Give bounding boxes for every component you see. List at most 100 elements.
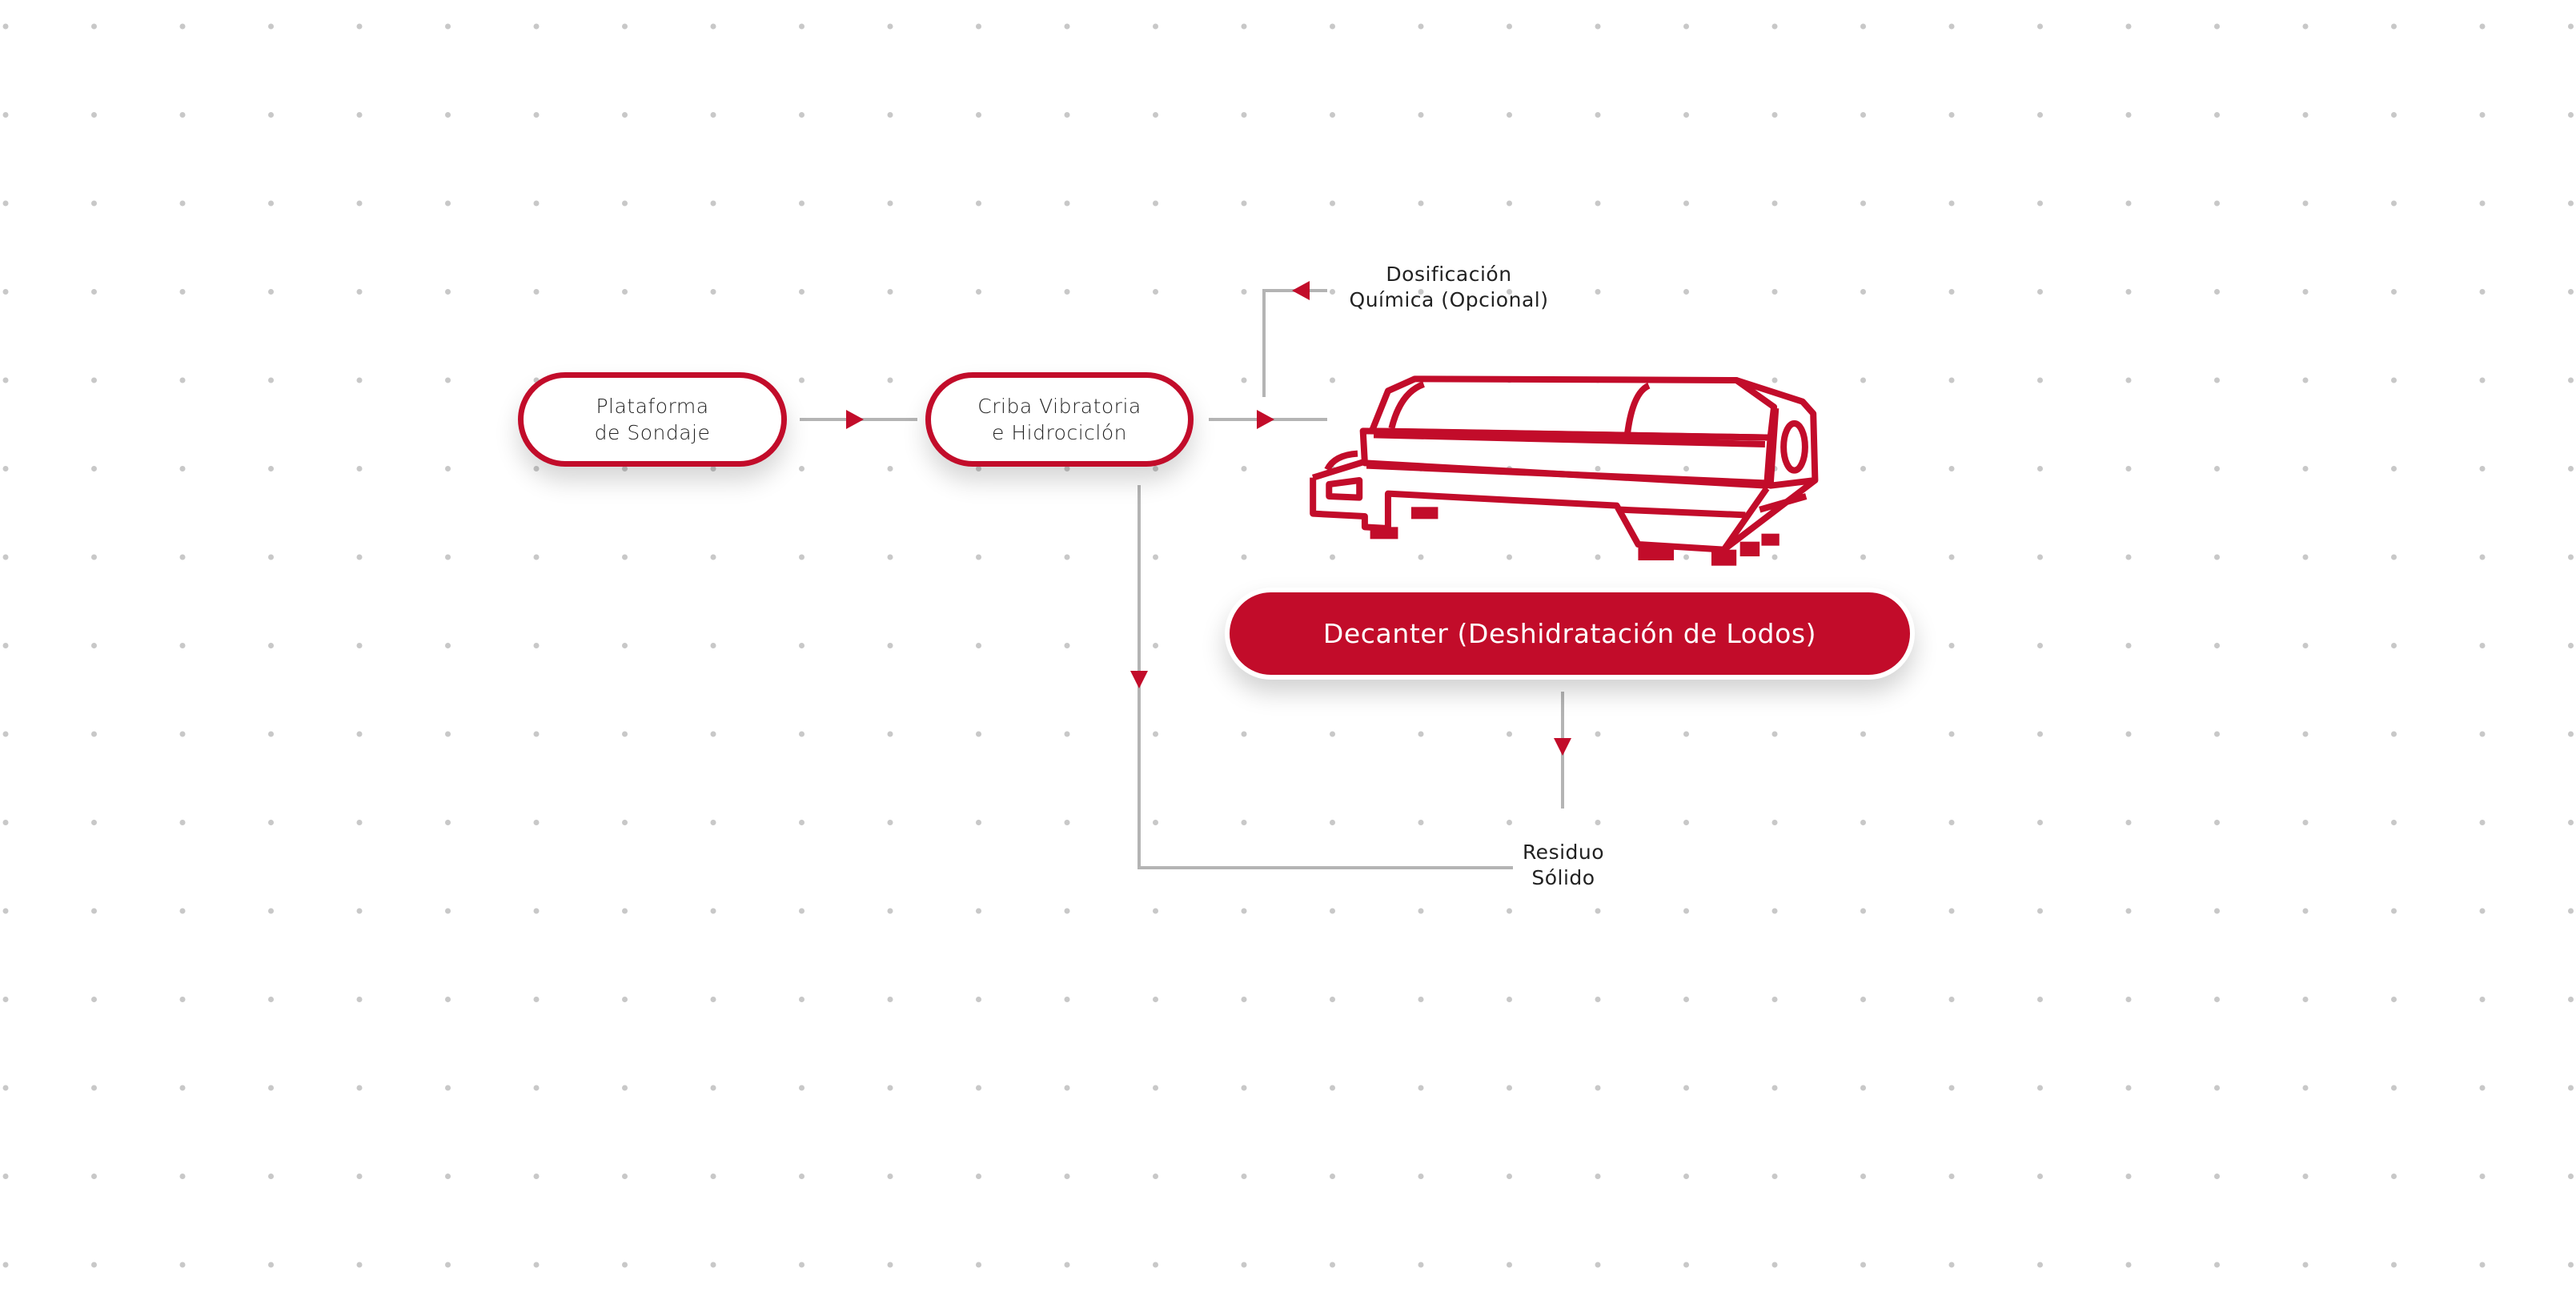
grid-dot (799, 377, 804, 383)
grid-dot (533, 820, 540, 825)
grid-dot (976, 908, 981, 914)
grid-dot (2568, 1174, 2574, 1179)
grid-dot (1772, 1262, 1778, 1268)
grid-dot (799, 731, 804, 737)
grid-dot (2302, 997, 2309, 1002)
grid-dot (2479, 377, 2486, 383)
grid-dot (356, 200, 363, 207)
grid-dot (1860, 289, 1866, 295)
grid-dot (356, 23, 363, 30)
node-decanter: Decanter (Deshidratación de Lodos) (1225, 588, 1915, 680)
grid-dot (91, 1085, 97, 1091)
grid-dot (622, 466, 628, 471)
grid-dot (179, 1262, 186, 1268)
grid-dot (445, 908, 451, 914)
grid-dot (1064, 554, 1070, 560)
grid-dot (1683, 23, 1689, 30)
grid-dot (1683, 1262, 1689, 1268)
grid-dot (1507, 554, 1512, 560)
grid-dot (1595, 1174, 1601, 1179)
node-label-line: e Hidrociclón (992, 421, 1127, 444)
grid-dot (2125, 200, 2132, 207)
grid-dot (533, 200, 540, 207)
grid-dot (2568, 466, 2574, 471)
grid-dot (976, 289, 981, 295)
grid-dot (2568, 1262, 2574, 1268)
grid-dot (2479, 908, 2486, 914)
grid-dot (887, 997, 893, 1002)
grid-dot (710, 1174, 716, 1179)
grid-dot (799, 1262, 804, 1268)
grid-dot (2302, 820, 2309, 825)
grid-dot (2479, 289, 2486, 295)
grid-dot (1241, 1085, 1247, 1091)
grid-dot (1241, 554, 1247, 560)
grid-dot (445, 112, 451, 118)
grid-dot (2302, 112, 2309, 118)
grid-dot (1064, 289, 1070, 295)
grid-dot (445, 997, 451, 1002)
grid-dot (1330, 731, 1335, 737)
grid-dot (710, 908, 716, 914)
grid-dot (1683, 289, 1689, 295)
grid-dot (2568, 731, 2574, 737)
grid-dot (1241, 466, 1247, 471)
grid-dot (2037, 289, 2043, 295)
grid-dot (2391, 112, 2397, 118)
grid-dot (1330, 112, 1335, 118)
grid-dot (2, 289, 9, 295)
grid-dot (1064, 200, 1070, 207)
grid-dot (1772, 997, 1778, 1002)
grid-dot (268, 200, 274, 207)
grid-dot (179, 112, 186, 118)
grid-dot (2, 1174, 9, 1179)
grid-dot (91, 466, 97, 471)
grid-dot (91, 377, 97, 383)
grid-dot (1241, 1174, 1247, 1179)
grid-dot (1418, 112, 1424, 118)
grid-dot (179, 23, 186, 30)
grid-dot (1241, 997, 1247, 1002)
grid-dot (2037, 1174, 2043, 1179)
grid-dot (2479, 1174, 2486, 1179)
grid-dot (799, 289, 804, 295)
grid-dot (1683, 200, 1689, 207)
grid-dot (2391, 643, 2397, 648)
grid-dot (91, 23, 97, 30)
grid-dot (1064, 731, 1070, 737)
grid-dot (2037, 1262, 2043, 1268)
grid-dot (533, 997, 540, 1002)
grid-dot (1241, 23, 1247, 30)
grid-dot (356, 289, 363, 295)
grid-dot (1507, 23, 1512, 30)
grid-dot (179, 289, 186, 295)
grid-dot (1153, 289, 1158, 295)
grid-dot (445, 377, 451, 383)
grid-dot (1330, 908, 1335, 914)
grid-dot (1683, 908, 1689, 914)
node-decanter-label: Decanter (Deshidratación de Lodos) (1322, 618, 1817, 649)
grid-dot (1860, 908, 1866, 914)
grid-dot (1948, 200, 1955, 207)
grid-dot (91, 112, 97, 118)
grid-dot (2479, 1262, 2486, 1268)
grid-dot (1948, 643, 1955, 648)
arrow-left-icon (1292, 281, 1310, 300)
grid-dot (2, 23, 9, 30)
grid-dot (91, 200, 97, 207)
grid-dot (1241, 731, 1247, 737)
grid-dot (2568, 997, 2574, 1002)
grid-dot (179, 554, 186, 560)
grid-dot (2302, 23, 2309, 30)
grid-dot (2, 1085, 9, 1091)
grid-dot (533, 112, 540, 118)
grid-dot (887, 112, 893, 118)
grid-dot (799, 1085, 804, 1091)
grid-dot (2214, 466, 2220, 471)
grid-dot (268, 377, 274, 383)
grid-dot (1948, 997, 1955, 1002)
grid-dot (2302, 1262, 2309, 1268)
grid-dot (887, 466, 893, 471)
